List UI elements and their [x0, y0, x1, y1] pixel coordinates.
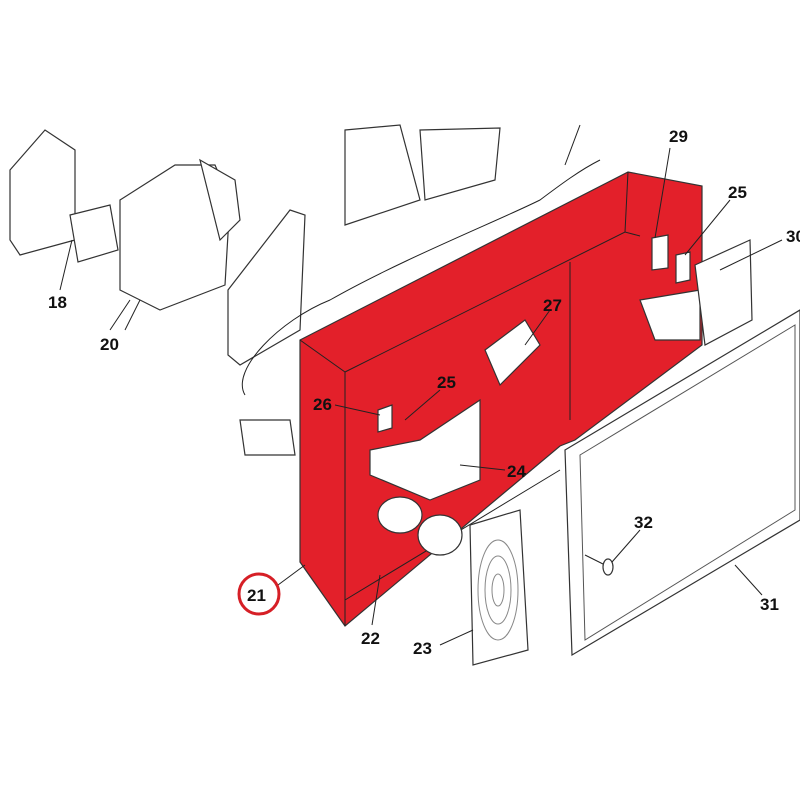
callout-20: 20: [100, 335, 119, 354]
callout-30: 30: [786, 227, 800, 246]
callout-24: 24: [507, 462, 526, 481]
red-enclosure-part-21: [299, 171, 703, 627]
callout-23: 23: [413, 639, 432, 658]
housing-part-20: [119, 158, 241, 331]
callout-labels: 18 20 21 22 23 24 25 25 26 27 29 30 31 3…: [48, 127, 800, 658]
door-part-31: [564, 309, 800, 657]
callout-25-lower: 25: [437, 373, 456, 392]
screw-part-32: [584, 554, 614, 576]
callout-21: 21: [247, 586, 266, 605]
cover-plate: [227, 209, 306, 366]
callout-26: 26: [313, 395, 332, 414]
leader-lines: [109, 147, 783, 646]
callout-25-upper: 25: [728, 183, 747, 202]
callout-27: 27: [543, 296, 562, 315]
bracket-part-30: [694, 239, 753, 346]
cable: [239, 124, 601, 456]
callout-22: 22: [361, 629, 380, 648]
callout-29: 29: [669, 127, 688, 146]
callout-18: 18: [48, 293, 67, 312]
callout-32: 32: [634, 513, 653, 532]
fan-housing: [344, 124, 501, 226]
grille-part-23: [469, 509, 529, 666]
callout-31: 31: [760, 595, 779, 614]
callout-21-circle: [237, 572, 281, 616]
transformer-part-18: [9, 129, 119, 291]
